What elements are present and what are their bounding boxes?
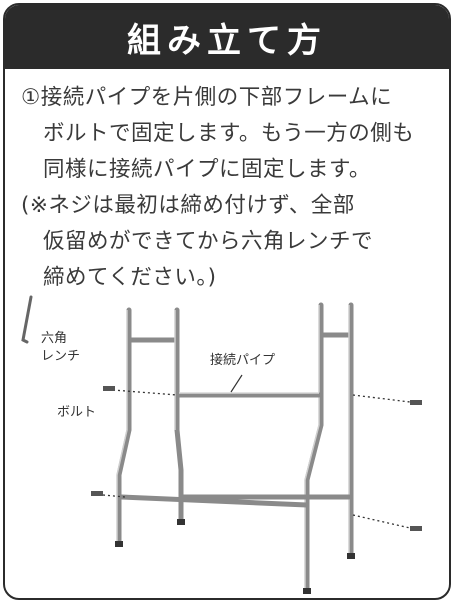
- right-frame: [304, 302, 354, 593]
- header-banner: 組み立て方: [5, 5, 449, 69]
- connector-pipe: [118, 392, 352, 508]
- left-frame: [116, 307, 184, 546]
- hex-wrench-label: レンチ: [41, 349, 81, 364]
- instruction-note: 締めてください。): [43, 265, 217, 290]
- instruction-card: 組み立て方 ①接続パイプを片側の下部フレームに ボルトで固定します。もう一方の側…: [3, 3, 451, 600]
- frame-illustration: [21, 295, 422, 594]
- assembly-diagram: 六角 レンチ 接続パイプ ボルト: [5, 285, 449, 598]
- instruction-line: ボルトで固定します。もう一方の側も: [43, 121, 415, 146]
- connector-pipe-label: 接続パイプ: [210, 353, 276, 368]
- instruction-note: (※ネジは最初は締め付けず、全部: [21, 193, 355, 218]
- foot-cap: [177, 519, 185, 525]
- instruction-line: 同様に接続パイプに固定します。: [43, 157, 371, 182]
- bolt-guide-lines: [102, 389, 411, 529]
- foot-cap: [347, 553, 355, 559]
- instruction-text: ①接続パイプを片側の下部フレームに ボルトで固定します。もう一方の側も 同様に接…: [21, 80, 445, 296]
- bolt-icon: [91, 386, 422, 531]
- hex-wrench-label: 六角: [41, 331, 68, 346]
- foot-cap: [303, 588, 311, 594]
- bolt-label: ボルト: [57, 405, 97, 420]
- hex-wrench-icon: [21, 295, 33, 344]
- label-pointer: [230, 374, 243, 393]
- page-title: 組み立て方: [127, 20, 327, 61]
- instruction-line: ①接続パイプを片側の下部フレームに: [21, 85, 393, 110]
- instruction-note: 仮留めができてから六角レンチで: [43, 229, 374, 254]
- foot-cap: [115, 541, 123, 547]
